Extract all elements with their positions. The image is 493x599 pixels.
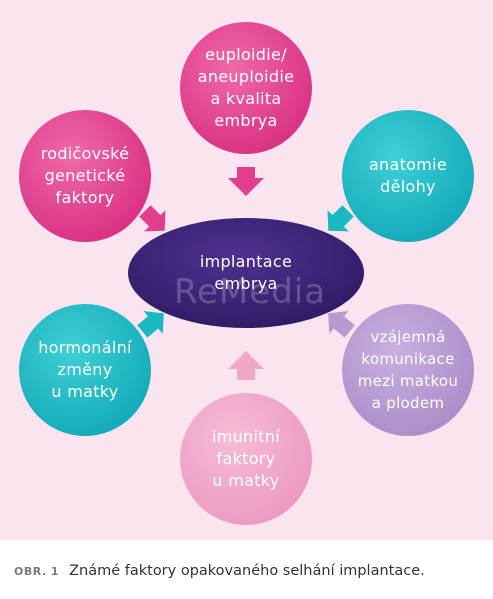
- node-top-line-1: euploidie/: [205, 45, 287, 64]
- figure-panel: ReMedia implantace embrya euploidie/ ane…: [0, 0, 493, 540]
- node-upper-left-circle: [19, 110, 151, 242]
- node-lower-right-line-2: komunikace: [361, 350, 455, 368]
- center-line-2: embrya: [214, 274, 278, 293]
- node-lower-left-circle: [19, 304, 151, 436]
- node-bottom-line-2: faktory: [216, 449, 276, 468]
- node-lower-right-line-4: a plodem: [371, 394, 445, 412]
- node-lower-right-label: vzájemná komunikace mezi matkou a plodem: [343, 322, 473, 418]
- node-upper-right-circle: [342, 110, 474, 242]
- arrow-lower-right: [328, 310, 355, 338]
- center-label: implantace embrya: [146, 238, 346, 308]
- arrow-lower-left: [137, 310, 164, 338]
- node-lower-right-line-1: vzájemná: [370, 328, 446, 346]
- node-lower-left-line-3: u matky: [51, 382, 119, 401]
- node-upper-right-line-2: dělohy: [380, 177, 436, 196]
- node-upper-right-label: anatomie dělohy: [343, 152, 473, 200]
- node-lower-right-circle: [342, 304, 474, 436]
- arrow-bottom: [228, 351, 264, 380]
- node-bottom-circle: [180, 393, 312, 525]
- node-top-line-3: a kvalita: [210, 89, 282, 108]
- figure-caption: OBR. 1 Známé faktory opakovaného selhání…: [14, 563, 489, 579]
- node-bottom-line-3: u matky: [212, 471, 280, 490]
- caption-label: OBR. 1: [14, 565, 60, 578]
- node-bottom-line-1: imunitní: [211, 427, 281, 446]
- node-upper-left-line-2: genetické: [44, 166, 126, 185]
- node-top-line-4: embrya: [214, 111, 278, 130]
- node-bottom-label: imunitní faktory u matky: [181, 424, 311, 494]
- node-top-line-2: aneuploidie: [197, 67, 295, 86]
- node-lower-left-label: hormonální změny u matky: [20, 335, 150, 405]
- node-upper-left-label: rodičovské genetické faktory: [20, 141, 150, 211]
- watermark-logo: ReMedia: [173, 272, 327, 312]
- caption-text: Známé faktory opakovaného selhání implan…: [69, 563, 425, 579]
- node-top-circle: [180, 22, 312, 154]
- center-ellipse: [128, 218, 364, 328]
- node-top-label: euploidie/ aneuploidie a kvalita embrya: [181, 40, 311, 136]
- arrow-upper-left: [139, 205, 166, 232]
- arrow-top: [228, 167, 264, 196]
- node-upper-right-line-1: anatomie: [368, 155, 448, 174]
- node-lower-right-line-3: mezi matkou: [357, 372, 459, 390]
- node-lower-left-line-1: hormonální: [38, 338, 132, 357]
- node-lower-left-line-2: změny: [57, 360, 113, 379]
- node-upper-left-line-3: faktory: [55, 188, 115, 207]
- arrow-upper-right: [327, 205, 354, 232]
- center-line-1: implantace: [199, 252, 293, 271]
- node-upper-left-line-1: rodičovské: [40, 144, 130, 163]
- implantation-diagram: [19, 22, 474, 525]
